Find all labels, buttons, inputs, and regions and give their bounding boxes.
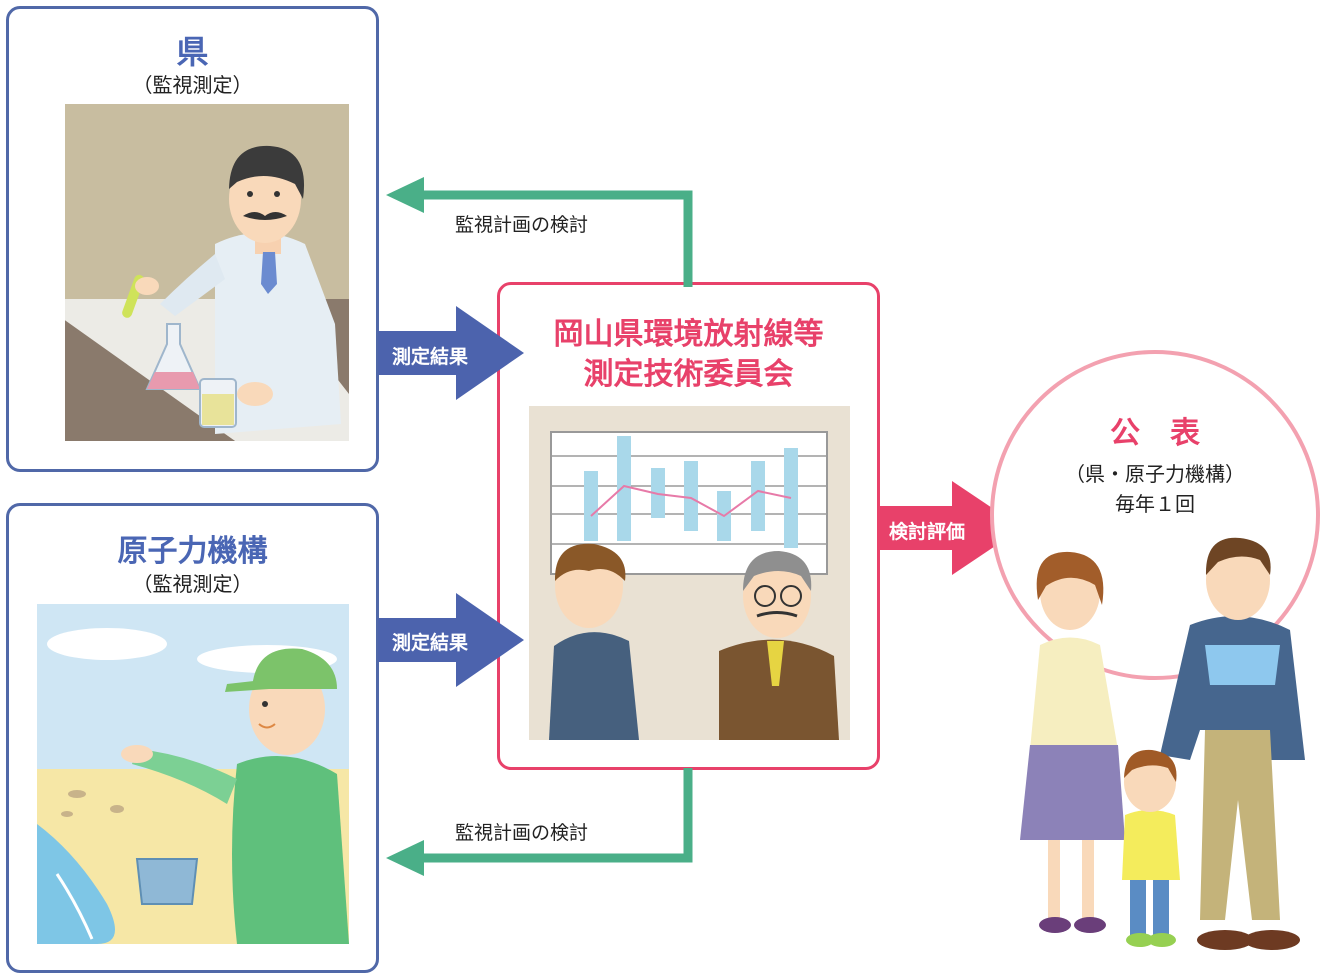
result-label-agency: 測定結果 bbox=[392, 632, 469, 654]
prefecture-title: 県 bbox=[176, 33, 209, 71]
top-feedback-arrow bbox=[386, 177, 693, 287]
agency-subtitle: （監視測定） bbox=[132, 572, 253, 596]
publication-line1: （県・原子力機構） bbox=[1065, 462, 1245, 486]
top-feedback-label: 監視計画の検討 bbox=[455, 214, 589, 236]
committee-box: 岡山県環境放射線等 測定技術委員会 bbox=[497, 282, 880, 770]
publication-line2: 毎年１回 bbox=[1115, 492, 1195, 516]
prefecture-box: 県 （監視測定） bbox=[6, 6, 379, 472]
bottom-feedback-arrow bbox=[386, 768, 693, 876]
scientist-lab-illustration-icon bbox=[65, 104, 349, 441]
result-arrow-agency bbox=[378, 593, 524, 687]
result-label-prefecture: 測定結果 bbox=[392, 346, 469, 368]
evaluation-label: 検討評価 bbox=[889, 521, 966, 543]
result-arrow-prefecture bbox=[378, 306, 524, 400]
meeting-chart-illustration-icon bbox=[529, 406, 850, 740]
bottom-feedback-label: 監視計画の検討 bbox=[455, 822, 589, 844]
committee-title-line2: 測定技術委員会 bbox=[583, 357, 794, 392]
agency-title: 原子力機構 bbox=[117, 534, 268, 569]
prefecture-subtitle: （監視測定） bbox=[132, 73, 253, 97]
field-worker-beach-illustration-icon bbox=[37, 604, 349, 944]
committee-title-line1: 岡山県環境放射線等 bbox=[553, 317, 824, 352]
evaluation-arrow bbox=[878, 481, 1022, 575]
publication-title: 公 表 bbox=[1110, 416, 1200, 451]
agency-box: 原子力機構 （監視測定） bbox=[6, 503, 379, 973]
family-illustration-icon bbox=[1020, 537, 1305, 950]
